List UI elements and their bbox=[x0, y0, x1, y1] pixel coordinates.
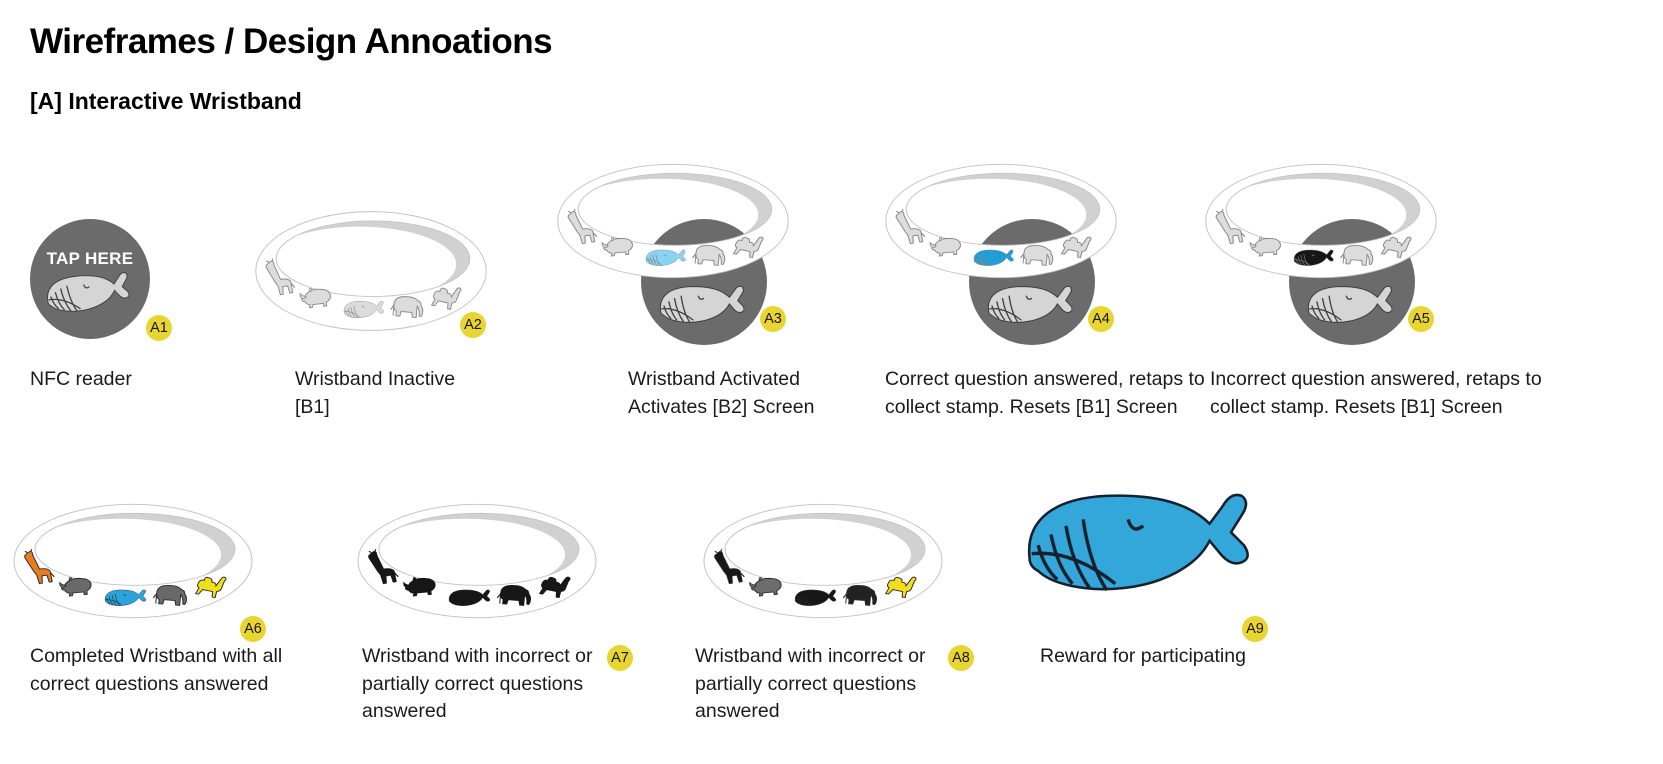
figure-a1-nfc-reader: TAP HERE A1 NFC reader bbox=[30, 219, 172, 390]
wristband-on-reader-graphic bbox=[1200, 158, 1442, 348]
tap-here-label: TAP HERE bbox=[46, 249, 134, 268]
badge-a3: A3 bbox=[760, 306, 786, 332]
reward-whale-icon bbox=[1027, 493, 1250, 592]
wristband-graphic bbox=[357, 503, 597, 619]
figure-a4-correct-answer: A4 Correct question answered, retaps to … bbox=[880, 158, 1205, 418]
wristband-graphic bbox=[1205, 163, 1437, 279]
caption-a4: Correct question answered, retaps to col… bbox=[885, 366, 1205, 421]
caption-line: Wristband with incorrect or bbox=[362, 645, 593, 667]
badge-a6: A6 bbox=[240, 616, 266, 642]
caption-a8: Wristband with incorrect or partially co… bbox=[695, 643, 925, 726]
figure-a7-incorrect-wristband: A7 Wristband with incorrect or partially… bbox=[352, 498, 633, 722]
caption-line: Completed Wristband with all bbox=[30, 645, 283, 667]
wristband-graphic bbox=[13, 503, 253, 619]
badge-a4: A4 bbox=[1088, 306, 1114, 332]
badge-a5: A5 bbox=[1408, 306, 1434, 332]
caption-line: answered bbox=[362, 700, 447, 722]
caption-line: Reward for participating bbox=[1040, 645, 1246, 667]
badge-a9: A9 bbox=[1242, 616, 1268, 642]
figure-a9-reward: A9 Reward for participating bbox=[1012, 468, 1270, 667]
wristband-on-reader-graphic bbox=[552, 158, 794, 348]
caption-line: Correct question answered, retaps to bbox=[885, 368, 1205, 390]
caption-line: collect stamp. Resets [B1] Screen bbox=[1210, 395, 1503, 418]
caption-line: partially correct questions bbox=[695, 672, 917, 695]
caption-a5: Incorrect question answered, retaps to c… bbox=[1210, 366, 1542, 421]
caption-line: [B1] bbox=[295, 395, 330, 418]
badge-a1: A1 bbox=[146, 315, 172, 341]
badge-a8: A8 bbox=[948, 645, 974, 671]
caption-line: collect stamp. Resets [B1] Screen bbox=[885, 395, 1178, 418]
caption-line: correct questions answered bbox=[30, 672, 269, 695]
caption-a3: Wristband Activated Activates [B2] Scree… bbox=[628, 366, 814, 421]
badge-a2: A2 bbox=[460, 312, 486, 338]
caption-line: answered bbox=[695, 700, 780, 722]
wristband-on-reader-graphic bbox=[880, 158, 1122, 348]
caption-line: Wristband with incorrect or bbox=[695, 645, 926, 667]
caption-line: Activates [B2] Screen bbox=[628, 395, 815, 418]
nfc-reader-graphic: TAP HERE bbox=[30, 219, 150, 339]
wristband-graphic bbox=[255, 211, 487, 331]
figure-a5-incorrect-answer: A5 Incorrect question answered, retaps t… bbox=[1200, 158, 1542, 418]
caption-line: Wristband Activated bbox=[628, 368, 800, 390]
whale-icon bbox=[45, 271, 131, 315]
figure-a6-completed-wristband: A6 Completed Wristband with all correct … bbox=[8, 498, 282, 695]
wristband-graphic bbox=[703, 503, 943, 619]
figure-a3-wristband-activated: A3 Wristband Activated Activates [B2] Sc… bbox=[552, 158, 814, 418]
caption-line: NFC reader bbox=[30, 368, 132, 390]
caption-line: Wristband Inactive bbox=[295, 368, 456, 390]
caption-a7: Wristband with incorrect or partially co… bbox=[362, 643, 592, 726]
caption-line: partially correct questions bbox=[362, 672, 584, 695]
badge-a7: A7 bbox=[607, 645, 633, 671]
wristband-graphic bbox=[885, 163, 1117, 279]
caption-line: Incorrect question answered, retaps to bbox=[1210, 368, 1542, 390]
figure-a2-wristband-inactive: A2 Wristband Inactive [B1] bbox=[250, 205, 492, 418]
caption-a9: Reward for participating bbox=[1040, 643, 1246, 671]
page-title: Wireframes / Design Annoations bbox=[30, 22, 553, 61]
caption-a2: Wristband Inactive [B1] bbox=[295, 366, 455, 421]
wristband-graphic bbox=[557, 163, 789, 279]
figure-a8-partially-correct-wristband: A8 Wristband with incorrect or partially… bbox=[695, 498, 974, 722]
caption-a1: NFC reader bbox=[30, 366, 132, 394]
section-subtitle: [A] Interactive Wristband bbox=[30, 88, 302, 114]
caption-a6: Completed Wristband with all correct que… bbox=[30, 643, 282, 698]
